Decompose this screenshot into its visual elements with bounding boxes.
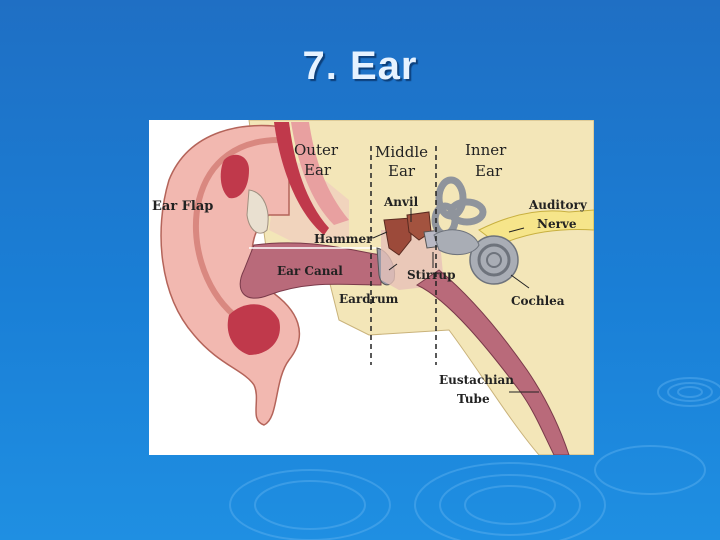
ear-diagram: Outer Ear Middle Ear Inner Ear Ear Flap … [149,120,594,455]
cochlea-label: Cochlea [511,294,565,308]
ear-flap-label: Ear Flap [152,199,213,214]
stirrup-label: Stirrup [407,268,456,282]
hammer-label: Hammer [314,232,373,246]
slide-title: 7. Ear [0,44,720,89]
anvil-label: Anvil [383,195,419,209]
ear-canal-label: Ear Canal [277,264,343,278]
eardrum-label: Eardrum [339,292,399,306]
